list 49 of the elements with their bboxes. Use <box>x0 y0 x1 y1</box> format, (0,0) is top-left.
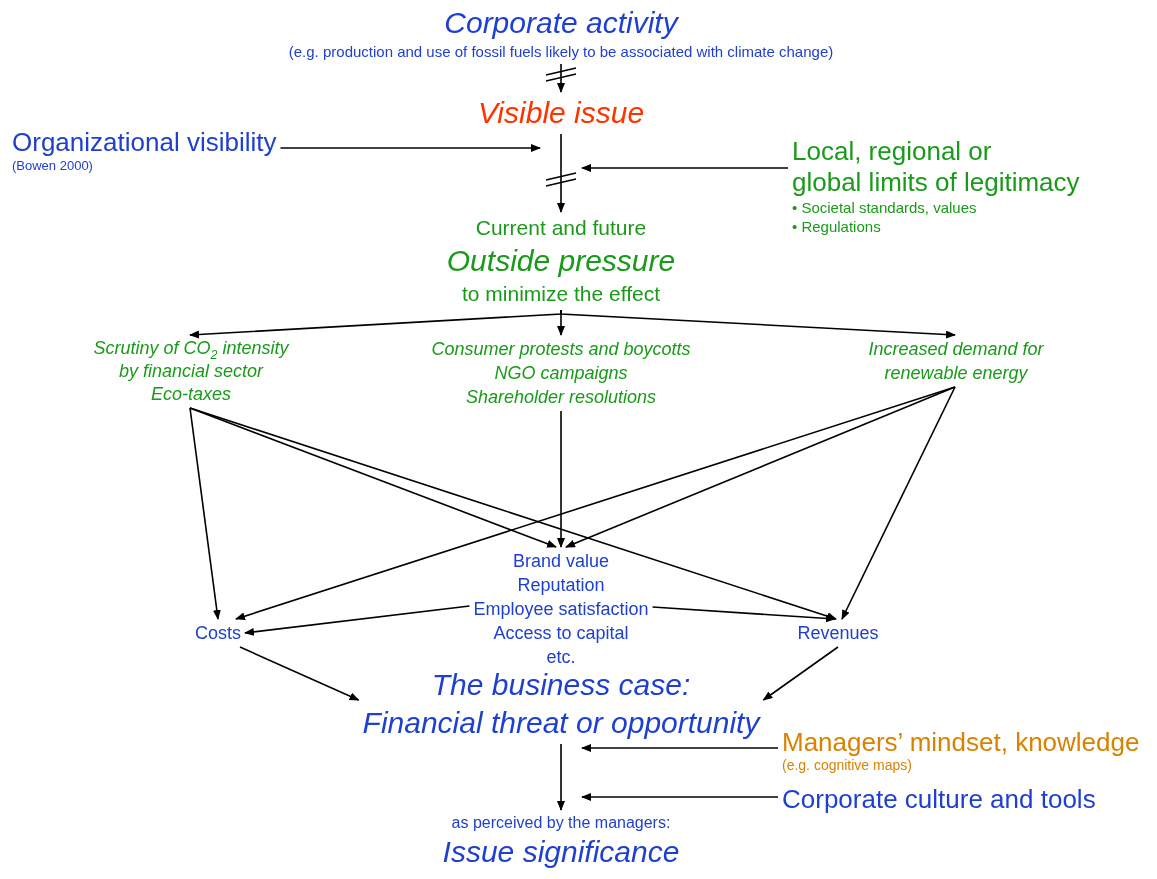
label-text: Brand value <box>511 550 611 573</box>
bullet-item: • Societal standards, values <box>792 198 978 217</box>
arrow <box>244 605 471 636</box>
arrow <box>762 646 839 701</box>
arrow <box>189 407 221 620</box>
label-text: Reputation <box>516 574 606 597</box>
label-text: Revenues <box>797 621 879 645</box>
label-text: global limits of legitimacy <box>792 167 1080 198</box>
arrow <box>189 407 837 620</box>
label-text: Shareholder resolutions <box>464 386 658 409</box>
arrow <box>841 386 956 620</box>
label-text: etc. <box>545 646 577 669</box>
label-text: to minimize the effect <box>461 281 661 307</box>
heading: Financial threat or opportunity <box>362 705 760 741</box>
label-text: Eco-taxes <box>149 383 232 406</box>
heading: Issue significance <box>442 834 680 870</box>
label-text: Organizational visibility <box>12 126 277 158</box>
label-text: Corporate culture and tools <box>782 784 1096 814</box>
arrow <box>557 410 565 548</box>
label-text: Consumer protests and boycotts <box>431 338 691 361</box>
label-text: Current and future <box>474 215 648 241</box>
arrow <box>557 743 565 811</box>
heading: Visible issue <box>477 94 645 132</box>
label-text: Local, regional or <box>792 136 993 167</box>
arrow <box>557 63 565 93</box>
label-text: as perceived by the managers: <box>450 813 672 833</box>
label-text: Increased demand for renewable energy <box>841 337 1071 385</box>
label-text: Employee satisfaction <box>473 598 649 621</box>
arrow <box>581 793 779 801</box>
label-text: Managers’ mindset, knowledge <box>782 727 1140 757</box>
arrow <box>557 133 565 213</box>
citation: (Bowen 2000) <box>12 158 94 174</box>
note: (e.g. production and use of fossil fuels likely to be associated with climate change) <box>288 42 834 62</box>
bullet-item: • Regulations <box>792 217 882 236</box>
heading: Outside pressure <box>446 243 676 279</box>
arrow <box>581 164 789 172</box>
arrow <box>279 144 541 152</box>
label-text: Access to capital <box>492 622 630 645</box>
arrow <box>651 606 836 623</box>
arrow <box>560 309 956 339</box>
arrow <box>581 744 779 752</box>
label-text: Scrutiny of CO$_{2}$ intensity by financial sector <box>92 337 290 383</box>
heading: The business case: <box>430 667 692 703</box>
arrow <box>239 646 360 701</box>
heading: Corporate activity <box>443 5 680 41</box>
arrow <box>565 386 956 548</box>
note: (e.g. cognitive maps) <box>782 757 913 774</box>
label-text: Costs <box>195 621 241 645</box>
label-text: NGO campaigns <box>493 362 629 385</box>
